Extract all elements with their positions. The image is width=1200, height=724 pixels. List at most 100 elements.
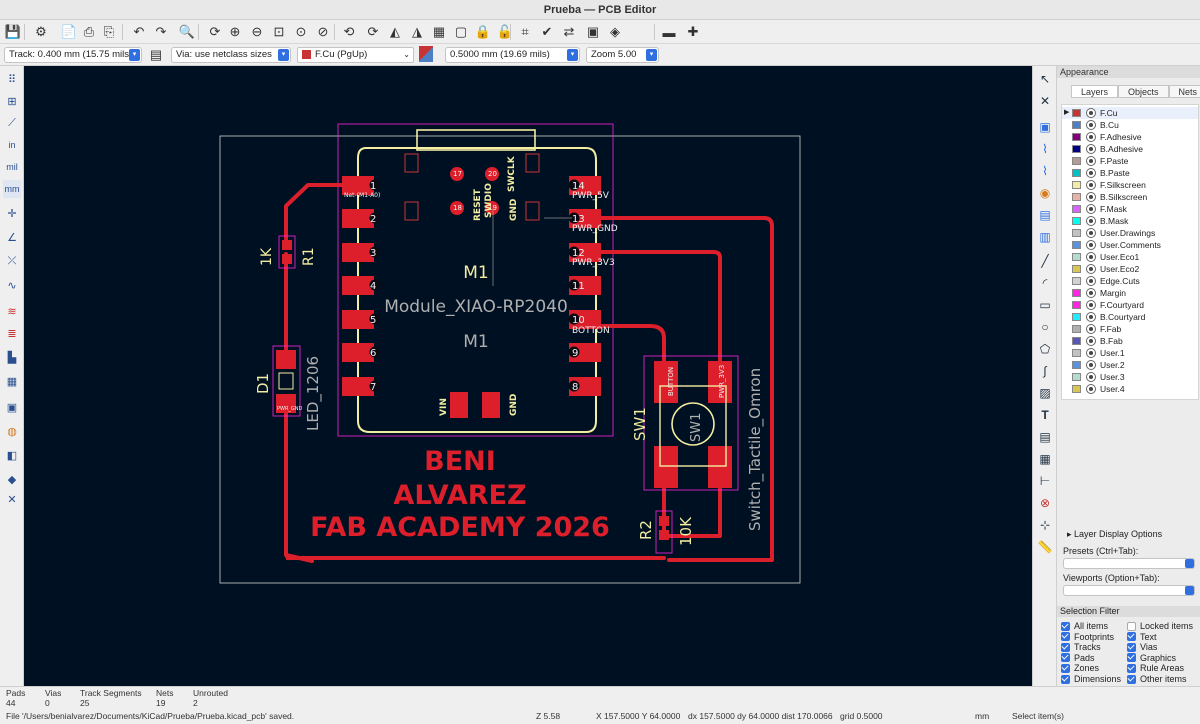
visibility-eye-icon[interactable] [1086, 192, 1096, 202]
visibility-eye-icon[interactable] [1086, 120, 1096, 130]
tab-objects[interactable]: Objects [1118, 85, 1169, 98]
filter-text[interactable]: Text [1127, 632, 1157, 642]
layers-manager-icon[interactable]: ◆ [7, 473, 17, 486]
footprint-editor-icon[interactable]: ▣ [586, 24, 600, 39]
layer-row[interactable]: F.Silkscreen [1062, 179, 1198, 191]
angle-snap-icon[interactable]: ∠ [7, 231, 17, 244]
layer-row[interactable]: User.4 [1062, 383, 1198, 395]
checkbox[interactable] [1061, 642, 1070, 652]
checkbox[interactable] [1061, 621, 1070, 631]
route-track-icon[interactable]: ⌇ [1042, 142, 1048, 156]
zone-outline-icon[interactable]: ▦ [6, 375, 18, 388]
visibility-eye-icon[interactable] [1086, 384, 1096, 394]
layer-row[interactable]: User.Drawings [1062, 227, 1198, 239]
inches-icon[interactable]: in [8, 140, 16, 150]
print-icon[interactable]: ⎙ [83, 24, 95, 39]
visibility-eye-icon[interactable] [1086, 156, 1096, 166]
checkbox[interactable] [1127, 663, 1136, 673]
curved-ratsnest-icon[interactable]: ∿ [7, 279, 17, 292]
layer-color-swatch[interactable] [1072, 265, 1081, 273]
visibility-eye-icon[interactable] [1086, 180, 1096, 190]
polar-coords-icon[interactable]: ⊞ [7, 95, 17, 108]
visibility-eye-icon[interactable] [1086, 288, 1096, 298]
layer-row[interactable]: User.1 [1062, 347, 1198, 359]
layer-row[interactable]: F.Mask [1062, 203, 1198, 215]
layer-row[interactable]: User.3 [1062, 371, 1198, 383]
tab-nets[interactable]: Nets [1168, 85, 1200, 98]
select-icon[interactable]: ↖ [1039, 72, 1051, 86]
layer-color-swatch[interactable] [1072, 133, 1081, 141]
layer-color-swatch[interactable] [1072, 217, 1081, 225]
draw-rectangle-icon[interactable]: ▭ [1039, 298, 1051, 312]
layer-row[interactable]: F.Paste [1062, 155, 1198, 167]
layer-row[interactable]: User.2 [1062, 359, 1198, 371]
unlock-icon[interactable]: 🔓 [496, 24, 514, 39]
layer-color-swatch[interactable] [1072, 361, 1081, 369]
update-pcb-icon[interactable]: ⇄ [563, 24, 575, 39]
visibility-eye-icon[interactable] [1086, 264, 1096, 274]
zoom-out-icon[interactable]: ⊖ [251, 24, 263, 39]
layer-row[interactable]: B.Paste [1062, 167, 1198, 179]
add-text-icon[interactable]: T [1041, 408, 1049, 422]
layer-color-swatch[interactable] [1072, 325, 1081, 333]
flip-vertical-icon[interactable]: ◮ [412, 24, 422, 39]
filter-pads[interactable]: Pads [1061, 653, 1095, 663]
millimeters-icon[interactable]: mm [3, 180, 21, 198]
layer-color-swatch[interactable] [1072, 241, 1081, 249]
board-setup-icon[interactable]: ⚙ [35, 24, 47, 39]
visibility-eye-icon[interactable] [1086, 240, 1096, 250]
layer-color-swatch[interactable] [1072, 385, 1081, 393]
layer-row[interactable]: F.Courtyard [1062, 299, 1198, 311]
layer-row[interactable]: Margin [1062, 287, 1198, 299]
filter-dimensions[interactable]: Dimensions [1061, 674, 1121, 684]
layer-color-swatch[interactable] [1072, 373, 1081, 381]
layer-color-swatch[interactable] [1072, 229, 1081, 237]
grid-select[interactable]: 0.5000 mm (19.69 mils)▾ [445, 47, 580, 63]
visibility-eye-icon[interactable] [1086, 216, 1096, 226]
visibility-eye-icon[interactable] [1086, 312, 1096, 322]
checkbox[interactable] [1061, 674, 1070, 684]
zoom-in-icon[interactable]: ⊕ [229, 24, 241, 39]
visibility-eye-icon[interactable] [1086, 276, 1096, 286]
visibility-eye-icon[interactable] [1086, 144, 1096, 154]
redo-icon[interactable]: ↷ [155, 24, 167, 39]
grid-toggle-icon[interactable]: ⠿ [7, 73, 17, 86]
checkbox[interactable] [1127, 621, 1136, 631]
add-zone-icon[interactable]: ▤ [1039, 208, 1051, 222]
netlist-icon[interactable]: ⌗ [521, 24, 529, 39]
show-tracks-icon[interactable]: ≋ [7, 305, 17, 318]
pad-display-icon[interactable]: ▣ [6, 401, 18, 414]
filter-footprints[interactable]: Footprints [1061, 632, 1114, 642]
layer-color-swatch[interactable] [1072, 205, 1081, 213]
filter-vias[interactable]: Vias [1127, 642, 1157, 652]
filter-zones[interactable]: Zones [1061, 663, 1099, 673]
checkbox[interactable] [1127, 632, 1136, 642]
drc-icon[interactable]: ✔ [541, 24, 553, 39]
draw-bezier-icon[interactable]: ∫ [1043, 364, 1047, 378]
layer-color-swatch[interactable] [1072, 289, 1081, 297]
layer-row[interactable]: B.Courtyard [1062, 311, 1198, 323]
checkbox[interactable] [1061, 653, 1070, 663]
layer-row[interactable]: F.Fab [1062, 323, 1198, 335]
visibility-eye-icon[interactable] [1086, 204, 1096, 214]
layer-select[interactable]: F.Cu (PgUp)⌄ [297, 47, 414, 63]
add-image-icon[interactable]: ▨ [1039, 386, 1051, 400]
layer-color-swatch[interactable] [1072, 301, 1081, 309]
visibility-eye-icon[interactable] [1086, 132, 1096, 142]
plot-icon[interactable]: ⎘ [103, 24, 115, 39]
track-width-icon[interactable]: ▤ [149, 47, 163, 62]
high-contrast-icon[interactable]: ◧ [6, 449, 18, 462]
visibility-eye-icon[interactable] [1086, 252, 1096, 262]
presets-select[interactable] [1063, 558, 1195, 569]
layer-row[interactable]: ▶F.Cu [1062, 107, 1198, 119]
layer-color-swatch[interactable] [1072, 109, 1081, 117]
draw-arc-icon[interactable]: ◜ [1042, 276, 1048, 290]
layer-row[interactable]: Edge.Cuts [1062, 275, 1198, 287]
via-size-select[interactable]: Via: use netclass sizes▾ [171, 47, 291, 63]
filter-rule-areas[interactable]: Rule Areas [1127, 663, 1184, 673]
scripting-console-icon[interactable]: ▬ [662, 24, 676, 40]
add-via-icon[interactable]: ◉ [1039, 186, 1051, 200]
via-display-icon[interactable]: ◍ [7, 425, 17, 438]
mils-icon[interactable]: mil [6, 162, 18, 172]
